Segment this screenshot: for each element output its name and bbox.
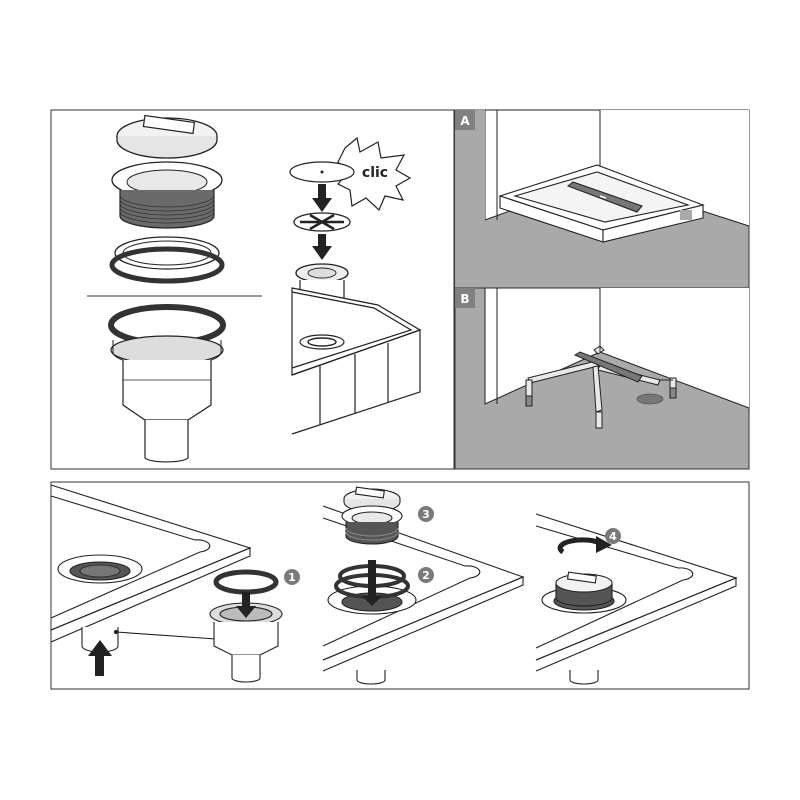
svg-text:1: 1: [288, 571, 296, 584]
shower-tray: [498, 164, 705, 243]
step-3-badge: 3: [418, 506, 434, 522]
drain-cap: [116, 114, 218, 159]
clic-lid: [289, 161, 355, 183]
panel-installation-steps: 1 2: [50, 481, 750, 690]
tray-corner: [291, 287, 422, 435]
step-1-scene: [50, 484, 252, 653]
panel-exploded-drain: clic: [50, 109, 455, 470]
clic-label: clic: [362, 165, 388, 181]
step-1-badge: 1: [284, 569, 300, 585]
push-up-arrow: [88, 640, 112, 676]
step-4-badge: 4: [605, 528, 621, 544]
rotate-arrow-icon: [557, 536, 612, 555]
svg-text:2: 2: [422, 569, 430, 582]
drain-body: [108, 304, 226, 463]
panel-b-label: B: [460, 292, 469, 306]
step-3-grate: [341, 486, 403, 545]
seal-ring-upper: [109, 236, 225, 284]
step-2-badge: 2: [418, 567, 434, 583]
svg-text:4: 4: [609, 530, 617, 543]
grate-insert: [293, 212, 351, 232]
leveling-frame: [525, 345, 677, 429]
step-2-arrow: [362, 560, 382, 606]
clic-burst: clic: [337, 136, 412, 212]
panel-a-label: A: [460, 114, 470, 128]
svg-text:3: 3: [422, 508, 430, 521]
panel-b: B: [454, 287, 750, 470]
floor-drain-hole: [636, 393, 664, 405]
step-4-scene: [535, 513, 738, 685]
threaded-grate-body: [111, 161, 223, 229]
panel-a: A: [454, 109, 750, 289]
step-1-drain: [209, 569, 283, 683]
